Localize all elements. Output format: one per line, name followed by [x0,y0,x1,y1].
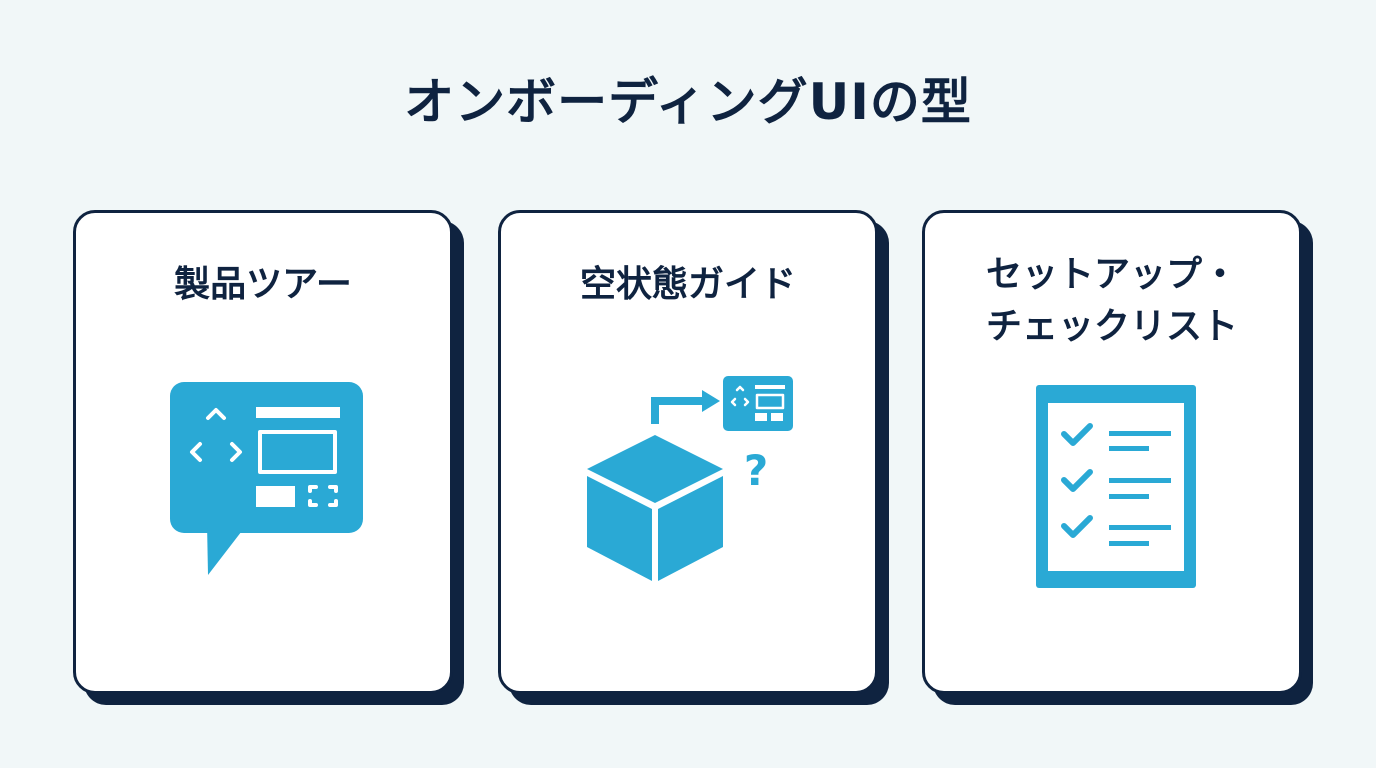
card-empty-state-guide: 空状態ガイド ? [498,210,878,694]
question-mark-icon: ? [744,446,768,495]
empty-box-guide-icon: ? [587,376,793,581]
page-title: オンボーディングUIの型 [404,73,972,131]
card-title-line: 製品ツアー [174,264,352,305]
speech-bubble-tour-icon [170,382,363,575]
card-title: 製品ツアー [76,259,450,311]
card-product-tour: 製品ツアー [73,210,453,694]
card-title: 空状態ガイド [501,259,875,311]
card-title-line: 空状態ガイド [579,264,796,305]
card-setup-checklist: セットアップ・ チェックリスト [922,210,1302,694]
card-title: セットアップ・ チェックリスト [925,249,1299,353]
checklist-icon [1036,385,1196,588]
card-title-line: チェックリスト [985,306,1238,347]
card-title-line: セットアップ・ [985,254,1238,295]
